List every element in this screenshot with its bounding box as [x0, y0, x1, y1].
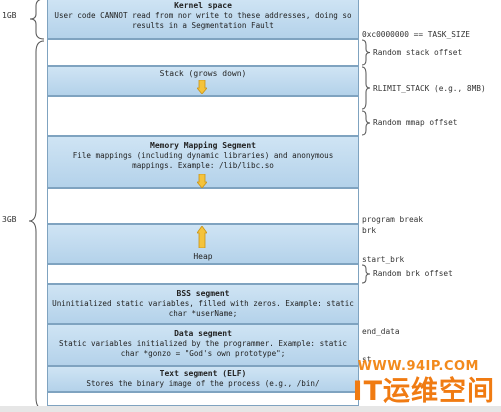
user-size-brace-icon — [28, 40, 45, 410]
kernel-space-title: Kernel space — [174, 1, 232, 10]
watermark-title: IT运维空间 — [352, 376, 495, 407]
mmap-title: Memory Mapping Segment — [150, 141, 256, 150]
bss-segment: BSS segment Uninitialized static variabl… — [47, 284, 359, 324]
text-segment: Text segment (ELF) Stores the binary ima… — [47, 366, 359, 392]
brk-note: brk — [362, 226, 377, 235]
kernel-space-segment: Kernel space User code CANNOT read from … — [47, 0, 359, 39]
start-data-note-truncated: st — [362, 355, 372, 364]
kernel-space-description: User code CANNOT read from nor write to … — [54, 11, 352, 30]
program-break-note: program break — [362, 215, 424, 224]
user-size-label: 3GB — [2, 215, 17, 224]
data-title: Data segment — [174, 329, 232, 338]
heap-grows-up-arrow-icon — [197, 226, 207, 248]
text-description: Stores the binary image of the process (… — [86, 379, 320, 388]
mmap-heap-gap — [47, 188, 359, 224]
start-brk-note: start_brk — [362, 255, 405, 264]
bss-description: Uninitialized static variables, filled w… — [52, 299, 354, 318]
rlimit-brace-icon — [361, 66, 371, 110]
end-data-note: end_data — [362, 327, 400, 336]
mmap-description: File mappings (including dynamic librari… — [72, 151, 334, 170]
brk-offset-gap — [47, 264, 359, 284]
watermark: WWW.94IP.COM IT运维空间 — [351, 350, 501, 412]
bottom-border — [0, 406, 501, 412]
brk-offset-brace-icon — [361, 264, 371, 284]
mmap-offset-brace-icon — [361, 110, 371, 136]
stack-offset-brace-icon — [361, 39, 371, 66]
stack-mmap-gap — [47, 96, 359, 136]
rlimit-stack-note: RLIMIT_STACK (e.g., 8MB) — [373, 84, 486, 93]
heap-title: Heap — [193, 252, 213, 261]
kernel-size-label: 1GB — [2, 11, 17, 20]
mmap-grows-down-arrow-icon — [197, 174, 207, 188]
mmap-offset-note: Random mmap offset — [373, 118, 458, 127]
text-title: Text segment (ELF) — [159, 369, 247, 378]
stack-offset-gap — [47, 39, 359, 66]
brk-offset-note: Random brk offset — [373, 269, 453, 278]
stack-grows-down-arrow-icon — [197, 80, 207, 94]
data-segment: Data segment Static variables initialize… — [47, 324, 359, 366]
stack-offset-note: Random stack offset — [373, 48, 463, 57]
data-description: Static variables initialized by the prog… — [58, 339, 348, 358]
bss-title: BSS segment — [176, 289, 230, 298]
kernel-size-brace-icon — [29, 0, 45, 40]
stack-title: Stack (grows down) — [159, 69, 247, 78]
task-size-note: 0xc0000000 == TASK_SIZE — [362, 30, 470, 39]
bottom-gap — [47, 392, 359, 406]
watermark-url: WWW.94IP.COM — [357, 359, 479, 374]
